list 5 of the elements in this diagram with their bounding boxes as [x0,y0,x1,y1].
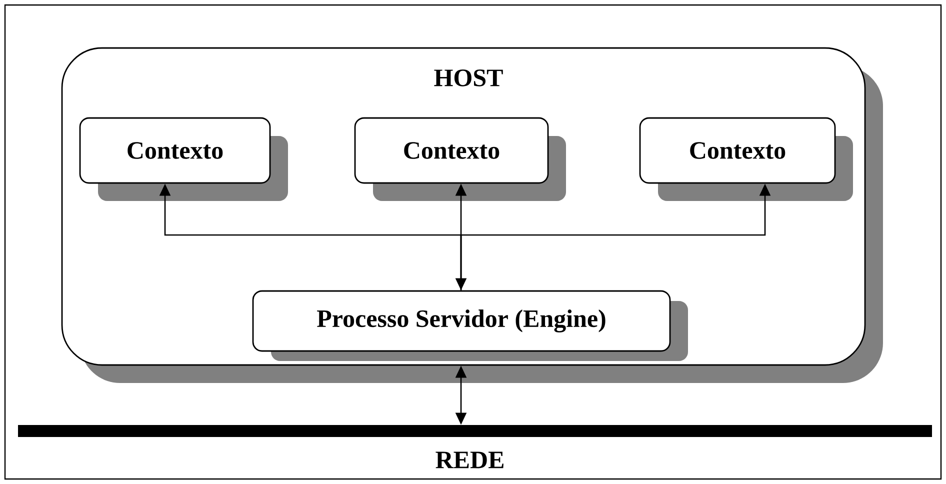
server-process-box: Processo Servidor (Engine) [252,290,688,361]
network-label: REDE [436,452,504,468]
context-box: Contexto [79,117,288,201]
context-box: Contexto [639,117,853,201]
context-box: Contexto [354,117,566,201]
